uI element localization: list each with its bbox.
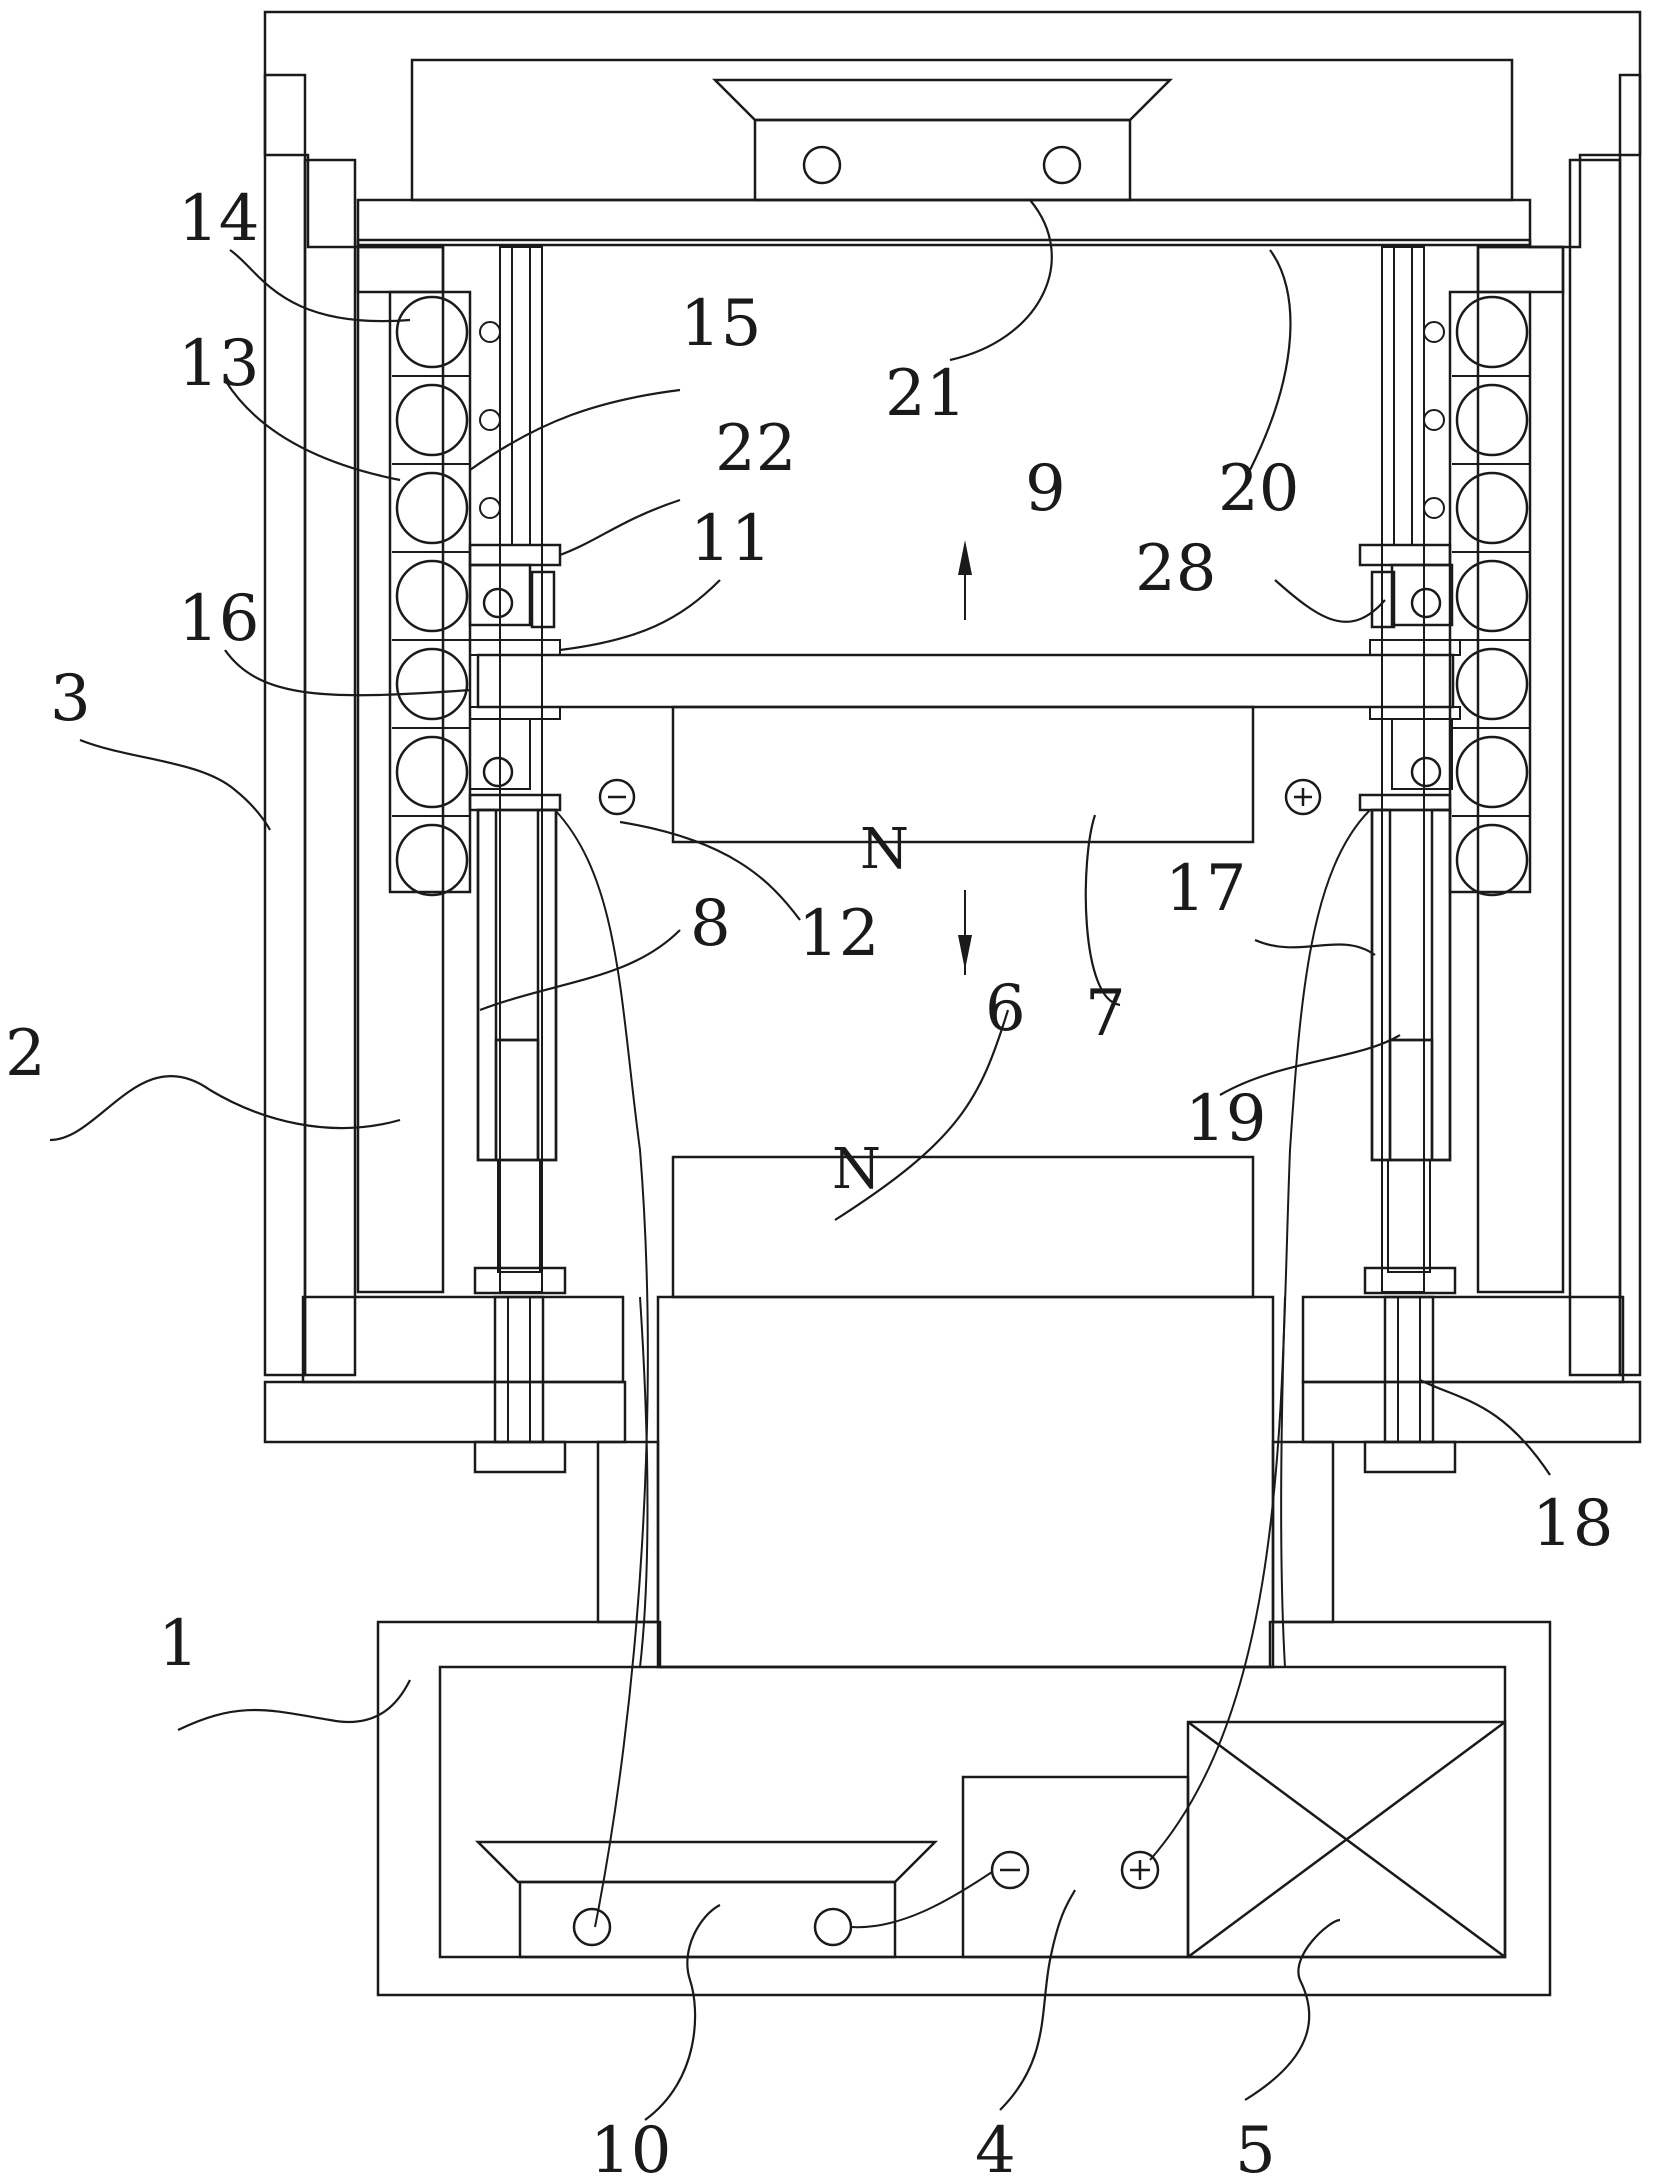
label-15: 15	[680, 287, 761, 361]
lower-rods-18	[475, 1160, 1455, 1293]
upper-tray-21	[715, 80, 1170, 200]
battery-4	[963, 1777, 1188, 1957]
lower-magnet-6: N	[673, 1137, 1253, 1297]
piston-tube-right-17	[1372, 810, 1450, 1160]
ball-column-right	[1450, 292, 1530, 895]
upper-magnet-pole-label: N	[860, 817, 909, 882]
label-2: 2	[5, 1017, 46, 1091]
top-cap-housing	[265, 12, 1640, 247]
label-11: 11	[690, 502, 771, 576]
label-16: 16	[178, 582, 259, 656]
slider-blocks-22	[470, 545, 1452, 627]
label-7: 7	[1085, 977, 1126, 1051]
label-20: 20	[1218, 452, 1299, 526]
label-18: 18	[1532, 1487, 1613, 1561]
label-10: 10	[590, 2114, 671, 2182]
piston-tube-left-8	[478, 810, 556, 1160]
leader-lines	[50, 200, 1550, 2120]
lower-magnet-pole-label: N	[832, 1137, 881, 1202]
label-9: 9	[1025, 452, 1066, 526]
arrow-down-icon	[958, 935, 972, 970]
label-3: 3	[50, 662, 91, 736]
label-8: 8	[690, 887, 731, 961]
plate-terminals	[600, 780, 1320, 814]
label-5: 5	[1235, 2114, 1276, 2182]
label-4: 4	[975, 2114, 1016, 2182]
label-17: 17	[1165, 852, 1246, 926]
label-21: 21	[885, 357, 966, 431]
label-1: 1	[158, 1607, 199, 1681]
control-box-5	[1188, 1722, 1505, 1957]
base-plate	[265, 1297, 1640, 1472]
label-14: 14	[178, 182, 259, 256]
label-6: 6	[985, 972, 1026, 1046]
label-12: 12	[798, 897, 879, 971]
label-22: 22	[715, 412, 796, 486]
label-28: 28	[1135, 532, 1216, 606]
label-19: 19	[1185, 1082, 1266, 1156]
arrow-up-icon	[958, 540, 972, 575]
lower-tray-10	[478, 1842, 935, 1957]
ball-column-left	[390, 292, 470, 895]
label-13: 13	[178, 327, 259, 401]
central-column	[598, 1297, 1333, 1667]
wires	[555, 810, 1370, 1927]
motion-arrows	[958, 540, 972, 975]
